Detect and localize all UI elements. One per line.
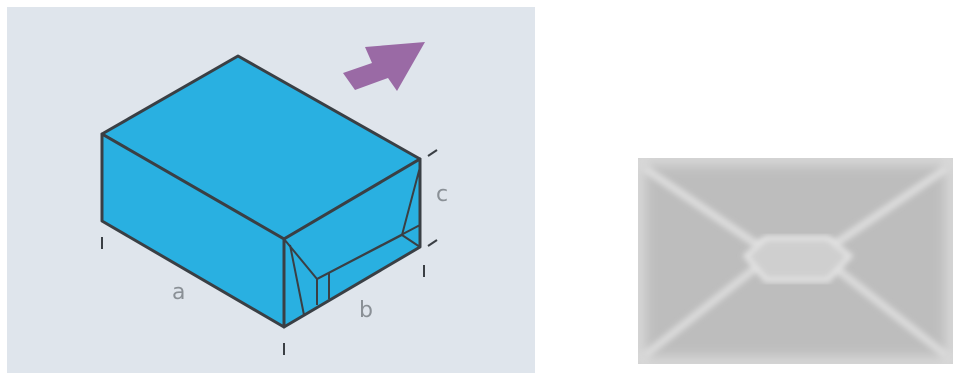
envelope-seal — [742, 235, 854, 283]
dimension-label-c: c — [436, 182, 448, 207]
gift-wrap-folds — [283, 166, 421, 316]
dimension-label-a: a — [172, 280, 185, 305]
dimension-label-b: b — [359, 298, 373, 323]
envelope-illustration — [638, 158, 953, 364]
dimension-ticks — [101, 149, 438, 355]
arrow-up-right-icon — [343, 42, 425, 91]
wrapped-box-diagram: a b c — [7, 7, 535, 373]
box-illustration: a b c — [7, 7, 535, 373]
envelope-icon — [638, 158, 953, 364]
